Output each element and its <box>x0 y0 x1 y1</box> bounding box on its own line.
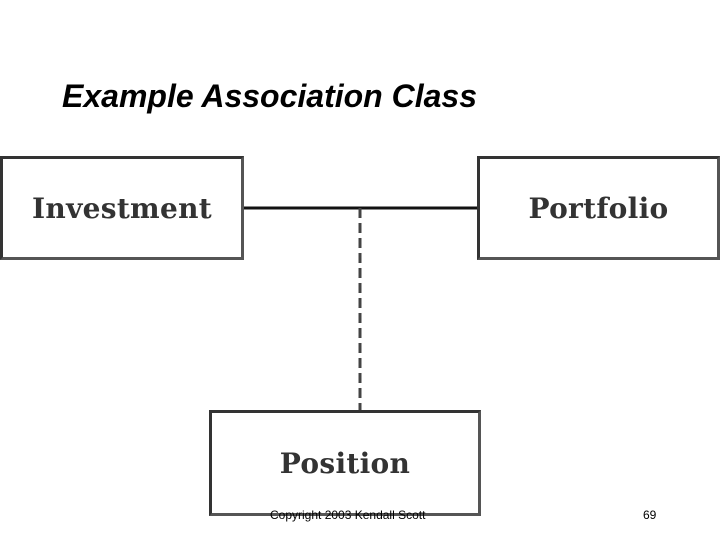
class-box-investment: Investment <box>0 156 244 260</box>
footer-copyright: Copyright 2003 Kendall Scott <box>270 508 426 522</box>
class-box-position: Position <box>209 410 481 516</box>
page-number: 69 <box>643 508 657 522</box>
class-name-position: Position <box>279 446 411 480</box>
slide-title: Example Association Class <box>62 78 477 114</box>
class-name-investment: Investment <box>32 191 212 225</box>
class-name-portfolio: Portfolio <box>528 191 669 225</box>
class-box-portfolio: Portfolio <box>477 156 720 260</box>
